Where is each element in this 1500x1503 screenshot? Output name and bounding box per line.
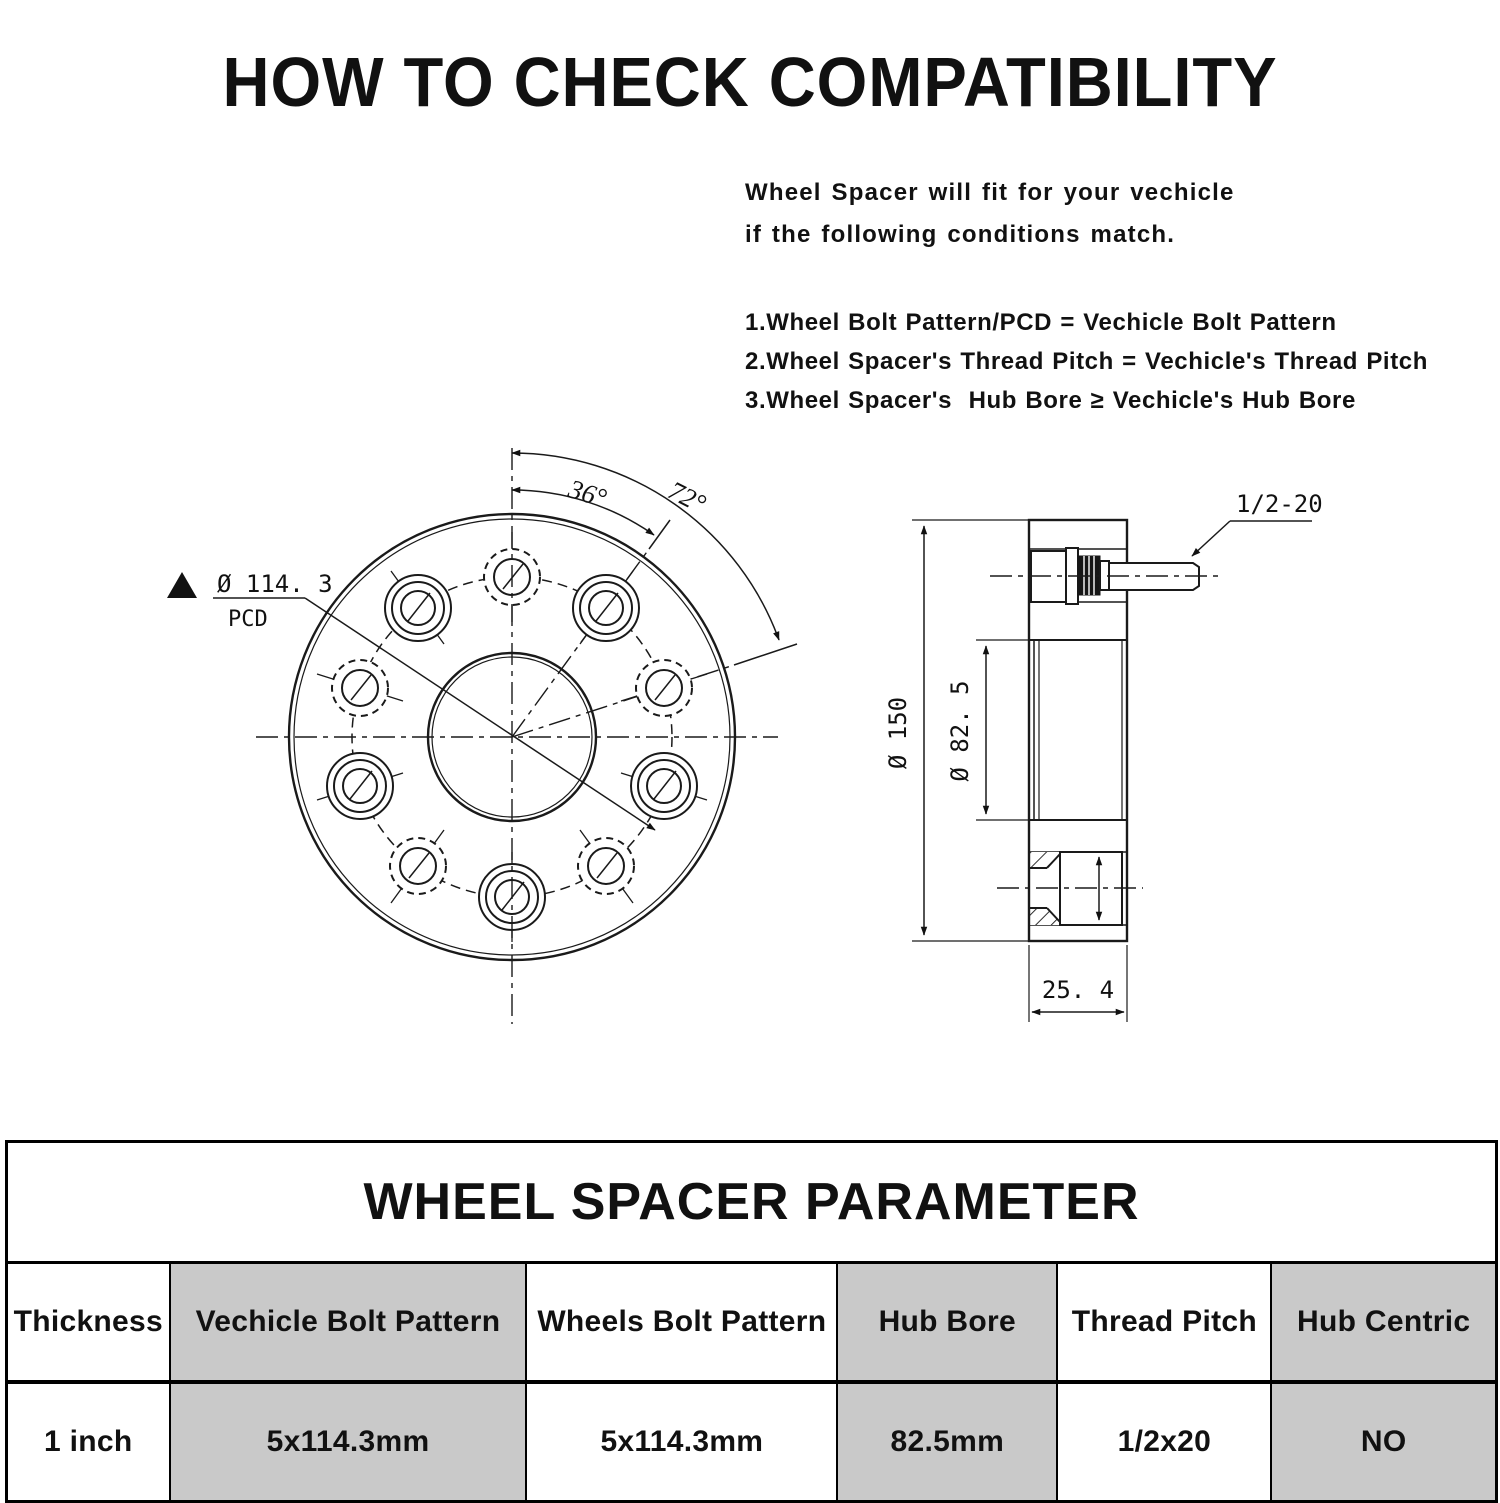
front-view-drawing: 36° 72° Ø 114. 3 PCD <box>167 448 798 1024</box>
dashed-bolt-holes <box>331 548 693 895</box>
condition-3: 3.Wheel Spacer's Hub Bore ≥ Vechicle's H… <box>745 387 1356 414</box>
value-wheels-bolt-pattern: 5x114.3mm <box>525 1384 836 1500</box>
intro-line-1: Wheel Spacer will fit for your vechicle <box>745 179 1235 206</box>
thickness-dimension-label: 25. 4 <box>1042 976 1114 1004</box>
table-title: WHEEL SPACER PARAMETER <box>8 1143 1495 1264</box>
parameter-table: WHEEL SPACER PARAMETER Thickness Vechicl… <box>5 1140 1498 1503</box>
value-thread-pitch: 1/2x20 <box>1056 1384 1270 1500</box>
table-data-row: 1 inch 5x114.3mm 5x114.3mm 82.5mm 1/2x20… <box>8 1384 1495 1500</box>
intro-line-2: if the following conditions match. <box>745 221 1176 248</box>
column-header-thread-pitch: Thread Pitch <box>1056 1264 1270 1380</box>
value-vehicle-bolt-pattern: 5x114.3mm <box>168 1384 526 1500</box>
column-header-vehicle-bolt-pattern: Vechicle Bolt Pattern <box>168 1264 526 1380</box>
triangle-marker <box>167 572 197 598</box>
condition-1: 1.Wheel Bolt Pattern/PCD = Vechicle Bolt… <box>745 309 1337 336</box>
condition-2: 2.Wheel Spacer's Thread Pitch = Vechicle… <box>745 348 1428 375</box>
outer-diameter-label: Ø 150 <box>884 697 912 769</box>
value-thickness: 1 inch <box>44 1425 133 1458</box>
pcd-leader-line <box>304 597 656 831</box>
value-hub-centric: NO <box>1270 1384 1495 1500</box>
angle-72-label: 72° <box>663 475 710 519</box>
thread-leader-line <box>1191 520 1231 557</box>
angle-72-arc <box>511 449 780 641</box>
value-hub-bore: 82.5mm <box>836 1384 1057 1500</box>
pcd-diameter-label: Ø 114. 3 <box>217 570 333 598</box>
pcd-label: PCD <box>228 607 268 632</box>
table-header-row: Thickness Vechicle Bolt Pattern Wheels B… <box>8 1264 1495 1384</box>
hub-bore-diameter-label: Ø 82. 5 <box>946 680 974 781</box>
column-header-hub-bore: Hub Bore <box>836 1264 1057 1380</box>
thread-size-label: 1/2-20 <box>1236 490 1323 518</box>
column-header-hub-centric: Hub Centric <box>1270 1264 1495 1380</box>
wheel-stud <box>990 547 1224 605</box>
intro-text: Wheel Spacer will fit for your vechicle … <box>745 172 1485 256</box>
page-title: HOW TO CHECK COMPATIBILITY <box>222 43 1278 121</box>
spacer-plate-outline <box>1027 518 1129 943</box>
column-header-wheels-bolt-pattern: Wheels Bolt Pattern <box>525 1264 836 1380</box>
conditions-list: 1.Wheel Bolt Pattern/PCD = Vechicle Bolt… <box>745 303 1495 420</box>
column-header-thickness: Thickness <box>13 1305 164 1338</box>
side-view-drawing: 1/2-20 Ø 150 Ø 82. 5 25. 4 <box>884 490 1323 1022</box>
